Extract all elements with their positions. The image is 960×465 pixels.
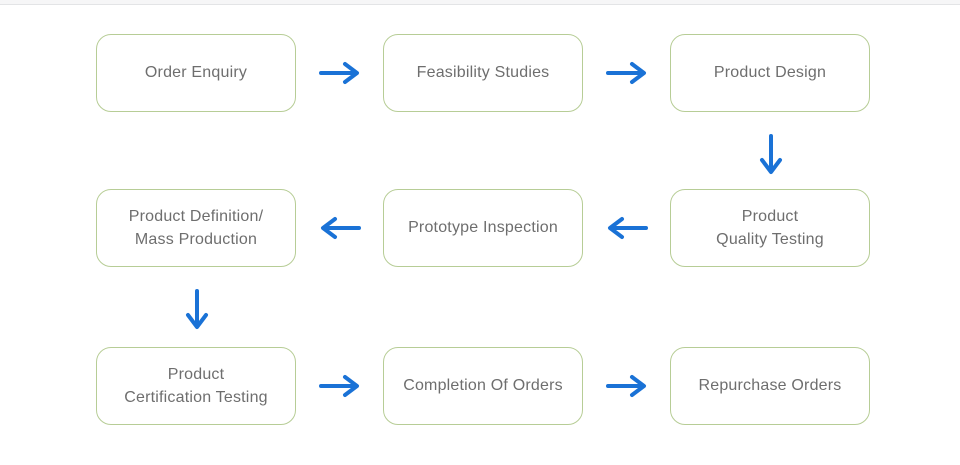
flow-step-label: Product Definition/ Mass Production <box>128 207 264 248</box>
flow-step-repurchase-orders: Repurchase Orders <box>670 347 870 425</box>
flow-step-completion-of-orders: Completion Of Orders <box>383 347 583 425</box>
flow-step-label: Product Design <box>713 64 827 82</box>
arrow-left-icon <box>321 217 361 239</box>
arrow-down-icon <box>760 134 782 174</box>
arrow-right-icon <box>606 62 646 84</box>
arrow-right-icon <box>606 375 646 397</box>
flow-step-product-design: Product Design <box>670 34 870 112</box>
flow-step-order-enquiry: Order Enquiry <box>96 34 296 112</box>
flow-step-label: Prototype Inspection <box>408 219 558 237</box>
arrow-right-icon <box>319 375 359 397</box>
flow-step-feasibility-studies: Feasibility Studies <box>383 34 583 112</box>
arrow-left-icon <box>608 217 648 239</box>
flow-step-prototype-inspection: Prototype Inspection <box>383 189 583 267</box>
flow-step-label: Order Enquiry <box>144 64 248 82</box>
arrow-right-icon <box>319 62 359 84</box>
top-divider <box>0 0 960 5</box>
flow-step-label: Product Certification Testing <box>124 365 268 406</box>
flow-step-label: Completion Of Orders <box>403 377 563 395</box>
flow-step-label: Product Quality Testing <box>716 207 824 248</box>
flow-step-product-certification-testing: Product Certification Testing <box>96 347 296 425</box>
flow-step-label: Feasibility Studies <box>416 64 550 82</box>
flow-step-label: Repurchase Orders <box>698 377 842 395</box>
arrow-down-icon <box>186 289 208 329</box>
flow-step-product-quality-testing: Product Quality Testing <box>670 189 870 267</box>
flow-step-product-definition-mass-production: Product Definition/ Mass Production <box>96 189 296 267</box>
